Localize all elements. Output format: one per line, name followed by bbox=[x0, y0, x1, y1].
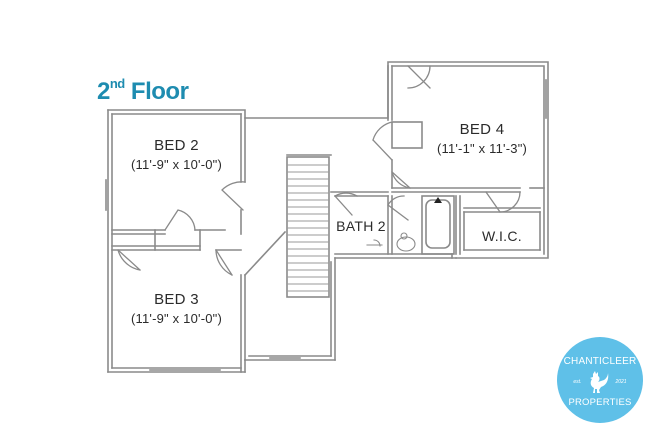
room-dimensions: (11'-9" x 10'-0") bbox=[130, 157, 223, 172]
room-dimensions: (11'-9" x 10'-0") bbox=[130, 311, 223, 326]
room-label-bed4: BED 4 (11'-1" x 11'-3") bbox=[422, 120, 542, 158]
title-rest: Floor bbox=[124, 78, 189, 105]
logo-left-small: est. bbox=[573, 379, 582, 385]
attic-access-marker bbox=[434, 197, 442, 203]
room-name: BED 4 bbox=[459, 121, 505, 138]
bath-fixtures bbox=[366, 232, 416, 252]
room-name: BED 3 bbox=[154, 291, 199, 308]
title-number: 2 bbox=[97, 78, 110, 105]
room-label-wic: W.I.C. bbox=[464, 227, 540, 246]
room-dimensions: (11'-1" x 11'-3") bbox=[436, 141, 528, 156]
door-swings bbox=[117, 65, 521, 276]
room-name: BED 2 bbox=[154, 137, 199, 154]
room-label-bath2: BATH 2 bbox=[334, 217, 388, 236]
interior-walls bbox=[111, 65, 545, 373]
page-title: 2nd Floor bbox=[97, 76, 189, 106]
room-label-bed3: BED 3 (11'-9" x 10'-0") bbox=[112, 290, 241, 328]
logo-top-text: CHANTICLEER bbox=[563, 356, 637, 367]
logo-right-small: 2021 bbox=[615, 379, 627, 385]
title-suffix: nd bbox=[109, 76, 125, 91]
room-label-bed2: BED 2 (11'-9" x 10'-0") bbox=[112, 136, 241, 174]
logo-bottom-text: PROPERTIES bbox=[568, 397, 632, 408]
rooster-icon bbox=[590, 371, 609, 393]
room-name: BATH 2 bbox=[336, 218, 386, 234]
room-name: W.I.C. bbox=[482, 228, 522, 244]
logo-emblem: est. 2021 bbox=[573, 367, 627, 397]
stair-treads bbox=[287, 164, 329, 292]
company-logo-badge: CHANTICLEER est. 2021 PROPERTIES bbox=[557, 337, 643, 423]
